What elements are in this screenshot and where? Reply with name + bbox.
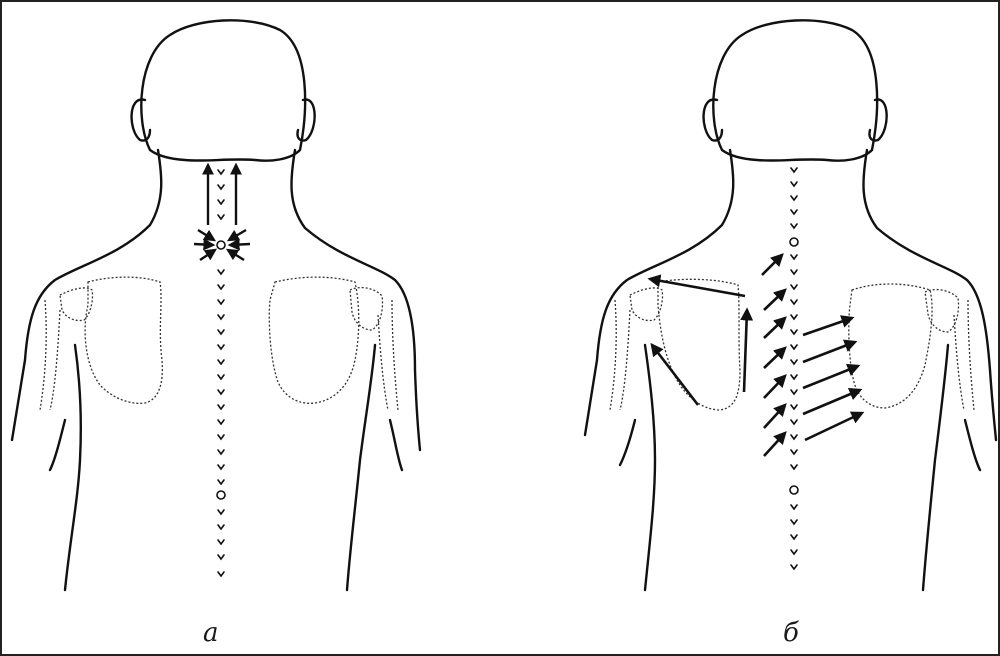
right-acromion [350, 288, 383, 330]
arrow-spine-7 [764, 433, 785, 456]
head-outline [141, 20, 305, 160]
right-acromion-b [925, 290, 959, 332]
arrow-spine-5 [764, 376, 785, 398]
arrow-vertical-left [744, 310, 747, 392]
caption-panel-a: а [203, 620, 219, 646]
left-arm-inner [50, 420, 65, 470]
right-torso-side [347, 345, 375, 590]
arrow-in-6 [228, 250, 244, 260]
arrow-in-2 [194, 244, 213, 245]
left-arm-dotted-b [610, 300, 630, 410]
right-neck-shoulder [291, 150, 420, 450]
head-outline-b [713, 20, 877, 160]
left-acromion [60, 288, 93, 321]
vertebra-lower-marker [217, 491, 225, 499]
figure-b-spine [790, 168, 798, 569]
arrow-in-4 [229, 230, 246, 240]
right-scapula-b [849, 284, 932, 408]
left-scapula-b [658, 279, 740, 410]
arrow-diagonal-left [652, 345, 698, 405]
arrow-shoulder-top [650, 279, 745, 296]
left-neck-shoulder [12, 150, 161, 440]
arrow-spine-2 [764, 290, 785, 310]
vertebra-upper-marker-b [790, 238, 798, 246]
figure-a-spine [217, 170, 225, 576]
arrow-scapula-4 [803, 390, 860, 414]
left-neck-shoulder-b [585, 150, 733, 435]
arrow-in-1 [198, 230, 214, 240]
left-torso-side-b [645, 345, 655, 590]
right-arm-dotted [378, 300, 398, 410]
left-torso-side [65, 345, 81, 590]
figure-a-arrows [194, 165, 250, 260]
right-neck-shoulder-b [863, 150, 996, 440]
right-arm-inner [390, 420, 402, 470]
left-scapula [85, 277, 162, 403]
arrow-scapula-2 [803, 342, 855, 362]
arrow-spine-6 [764, 405, 785, 428]
arrow-scapula-5 [805, 413, 862, 440]
arrow-in-5 [230, 244, 250, 245]
arrow-scapula-3 [803, 366, 858, 388]
right-arm-inner-b [965, 420, 980, 470]
caption-panel-b: б [783, 620, 799, 646]
arrow-spine-4 [764, 348, 785, 368]
right-scapula [269, 277, 358, 403]
left-arm-dotted [40, 300, 60, 410]
arrow-spine-1 [762, 255, 782, 275]
right-torso-side-b [923, 345, 948, 590]
arrow-scapula-1 [803, 318, 852, 335]
left-arm-inner-b [620, 420, 635, 465]
arrow-in-3 [200, 250, 215, 260]
vertebra-lower-marker-b [790, 486, 798, 494]
vertebra-c7-marker [217, 241, 225, 249]
figure-b-arrows [650, 255, 862, 456]
arrow-spine-3 [764, 318, 785, 338]
